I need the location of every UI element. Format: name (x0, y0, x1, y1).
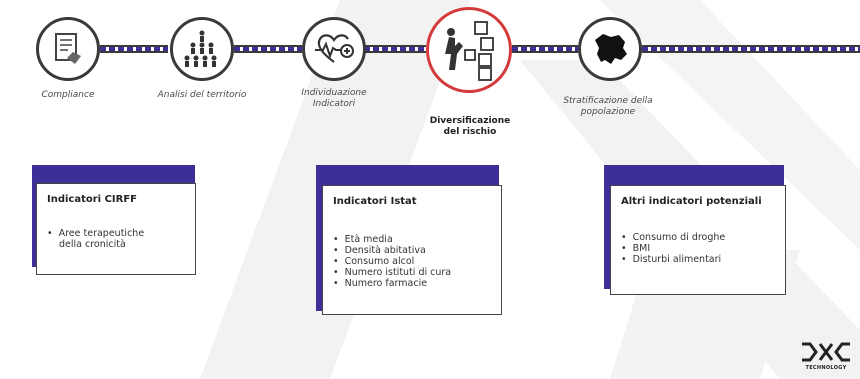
step-analisi (170, 17, 234, 81)
dxc-mark-icon (802, 342, 850, 362)
step-label: Compliance (41, 90, 95, 100)
process-flow: Compliance Analisi del territorio Indivi… (0, 0, 860, 160)
compliance-icon (55, 33, 81, 64)
card-title: Altri indicatori potenziali (621, 196, 762, 207)
connector (100, 45, 168, 53)
card-title: Indicatori Istat (333, 196, 417, 207)
card-title: Indicatori CIRFF (47, 194, 138, 205)
connector (234, 45, 302, 53)
step-label: Individuazione Indicatori (301, 88, 367, 109)
step-label-active: Diversificazione del rischio (429, 116, 511, 137)
logo-text: TECHNOLOGY (805, 365, 847, 371)
card-cirff: Indicatori CIRFF Aree terapeutiche della… (32, 165, 197, 275)
map-icon (595, 34, 627, 64)
list-item: Disturbi alimentari (621, 254, 725, 265)
connector (512, 45, 578, 53)
risk-blocks-icon (445, 21, 494, 81)
list-item: Aree terapeutiche (47, 228, 145, 239)
connector (642, 45, 860, 53)
card-list: Aree terapeutiche della cronicità (47, 228, 145, 250)
card-list: Consumo di droghe BMI Disturbi alimentar… (621, 232, 726, 265)
step-diversificazione (426, 7, 512, 93)
step-compliance (36, 17, 100, 81)
step-label: Analisi del territorio (157, 90, 247, 100)
card-list: Età media Densità abitativa Consumo alco… (333, 234, 452, 289)
list-item: Consumo alcol (333, 256, 451, 267)
dxc-logo: TECHNOLOGY (800, 341, 852, 371)
card-istat: Indicatori Istat Età media Densità abita… (316, 165, 502, 315)
card-altri: Altri indicatori potenziali Consumo di d… (604, 165, 786, 295)
heartbeat-icon (315, 34, 354, 63)
list-item: Numero farmacie (333, 278, 451, 289)
step-label: Stratificazione della popolazione (563, 96, 653, 117)
connector (364, 45, 426, 53)
list-item: Consumo di droghe (621, 232, 726, 243)
list-item: Densità abitativa (333, 245, 451, 256)
population-icon (184, 30, 217, 67)
step-stratificazione (578, 17, 642, 81)
list-item: della cronicità (59, 239, 126, 250)
list-item: BMI (621, 243, 725, 254)
list-item: Età media (333, 234, 451, 245)
list-item: Numero istituti di cura (333, 267, 452, 278)
step-individuazione (302, 17, 366, 81)
